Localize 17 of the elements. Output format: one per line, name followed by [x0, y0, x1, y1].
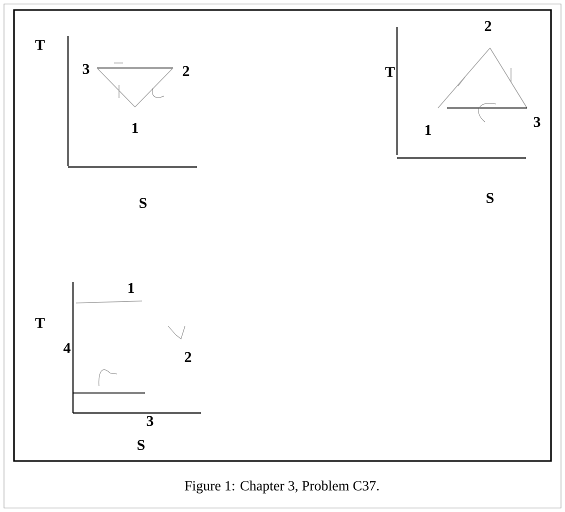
axis-label: S — [136, 439, 146, 451]
point-label: 1 — [130, 122, 140, 134]
point-label: 1 — [126, 282, 136, 294]
point-label: 2 — [184, 352, 192, 362]
caption: Figure 1: Chapter 3, Problem C37. — [184, 480, 379, 494]
axis-label: S — [138, 197, 148, 209]
point-label: 1 — [424, 124, 432, 136]
point-label: 2 — [182, 66, 190, 76]
point-label: 3 — [532, 116, 542, 128]
axis-label: T — [34, 318, 46, 328]
point-label: 3 — [82, 63, 90, 75]
axis-label: T — [34, 40, 46, 50]
axis-label: T — [384, 66, 396, 78]
point-label: 4 — [62, 342, 72, 354]
axis-label: S — [485, 192, 495, 204]
point-label: 3 — [146, 415, 154, 427]
point-label: 2 — [484, 20, 492, 32]
